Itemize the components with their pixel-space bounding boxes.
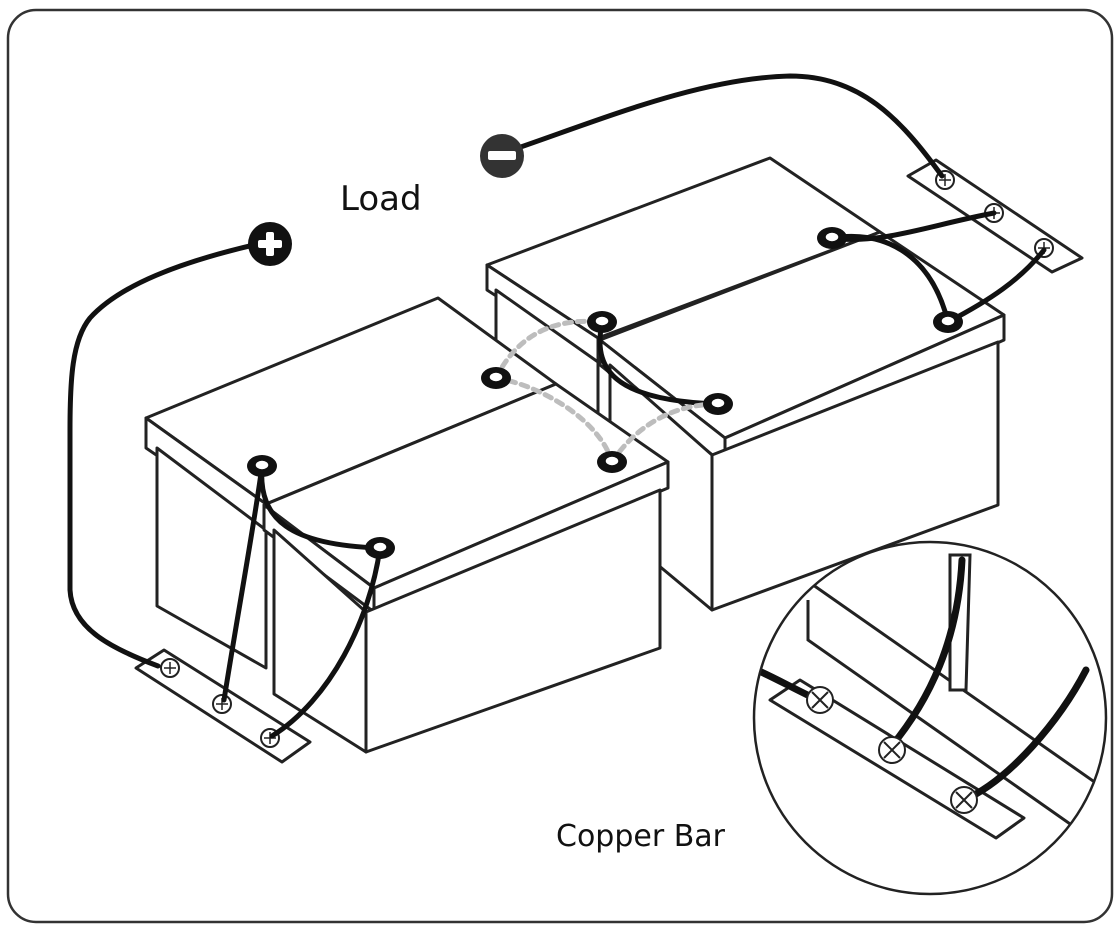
battery-front-front [262,382,670,754]
positive-load-wire [67,241,261,669]
terminal [597,451,627,473]
positive-terminal-icon [248,222,292,266]
battery-back-front [598,230,1006,612]
wire-front-link [259,463,383,551]
copper-bar-right [906,158,1084,274]
terminal [587,311,617,333]
terminal [817,227,847,249]
copper-bar-left [134,648,312,764]
copper-bar-label: Copper Bar [556,819,726,854]
wire-back-cross [829,233,951,325]
load-label: Load [340,179,422,219]
negative-terminal-icon [480,134,524,178]
terminal [703,393,733,415]
dashed-link-c [493,375,615,465]
wire-back-bar [945,247,1047,325]
wire-front-pos-to-bar [221,463,265,703]
wire-front-neg-to-bar [269,545,383,739]
terminal [933,311,963,333]
wire-back-top [829,210,997,242]
terminal [247,455,277,477]
terminal [365,537,395,559]
negative-load-wire [509,73,945,179]
battery-terminals [247,227,963,559]
copper-bar-zoom-inset [752,540,1108,896]
wire-back-link [597,319,721,407]
terminal [481,367,511,389]
